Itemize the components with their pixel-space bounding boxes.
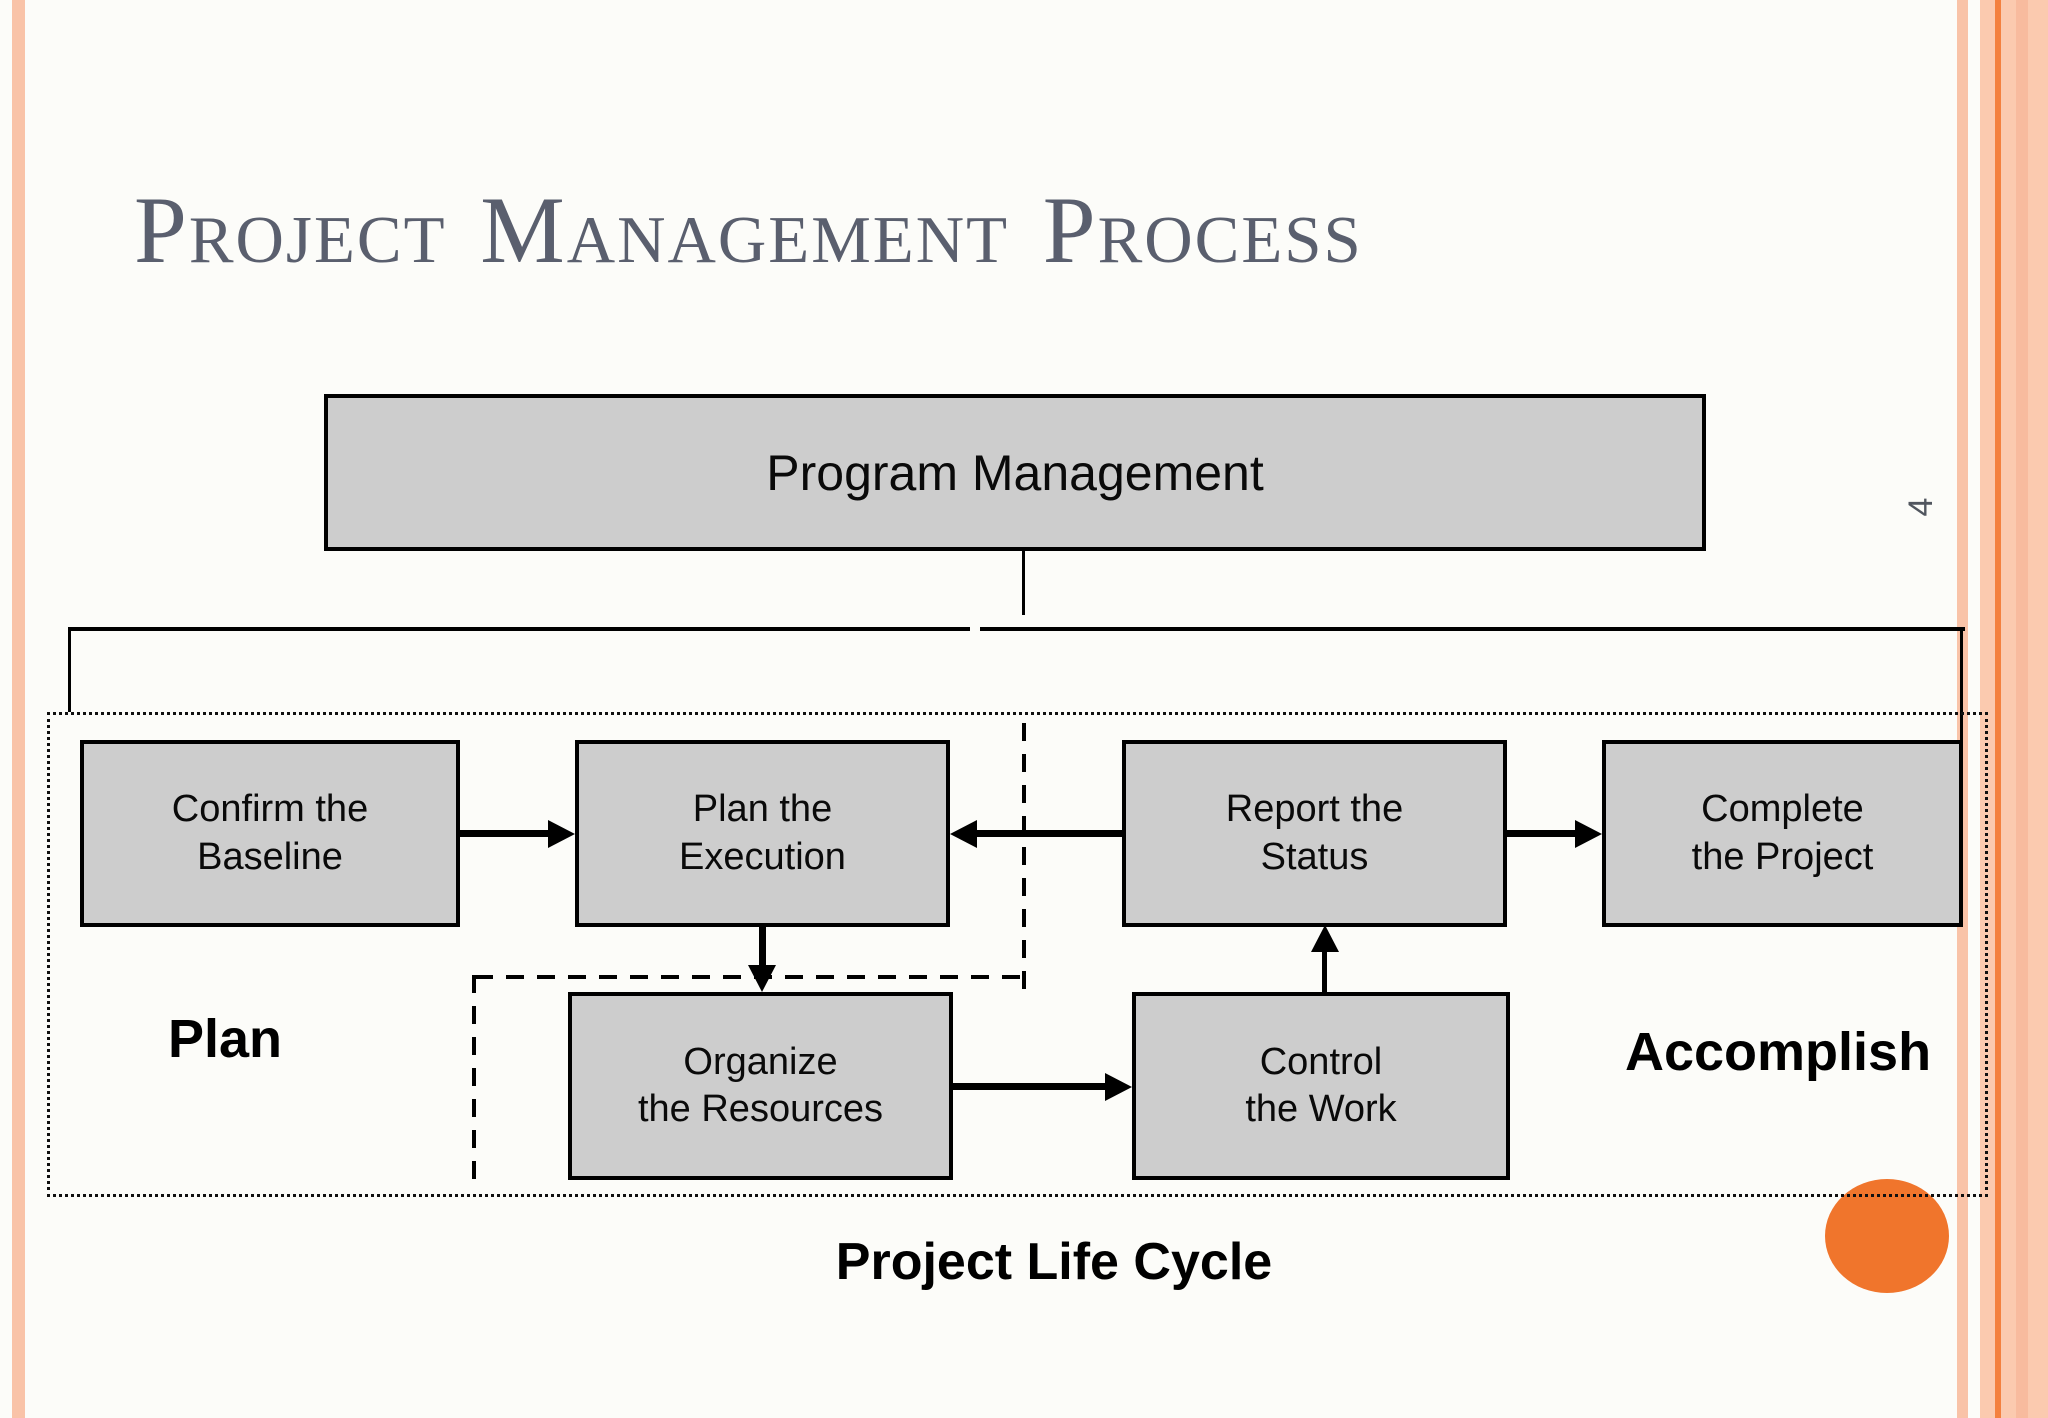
process-box-label: Plan the Execution (679, 788, 846, 878)
arrow-plan-to-organize (759, 927, 766, 967)
process-box-label: Organize the Resources (637, 1040, 883, 1130)
right-accent-stripe-inner (2016, 0, 2028, 1418)
bracket-vertical-left (68, 627, 71, 712)
process-box-plan-the-execution: Plan the Execution (575, 740, 950, 927)
page-title: Project Management Process (134, 177, 1363, 283)
arrow-report-to-complete (1507, 830, 1577, 837)
page-number: 4 (1901, 497, 1940, 517)
process-box-report-the-status: Report the Status (1122, 740, 1507, 927)
right-accent-stripe-line (1995, 0, 2001, 1418)
arrow-organize-to-control (953, 1083, 1107, 1090)
dashed-line-center-vertical (1022, 723, 1026, 991)
program-management-box: Program Management (324, 394, 1706, 551)
process-box-label: Report the Status (1225, 788, 1404, 878)
process-box-control-the-work: Control the Work (1132, 992, 1510, 1180)
bracket-horizontal-right (980, 627, 1965, 631)
bracket-vertical-right (1960, 627, 1963, 740)
process-box-label: Confirm the Baseline (171, 788, 369, 878)
arrowhead-report-to-complete (1575, 820, 1602, 848)
arrow-control-to-report (1322, 952, 1327, 992)
right-accent-stripe-band (1980, 0, 2048, 1418)
arrowhead-confirm-to-plan (548, 820, 575, 848)
left-accent-stripe (12, 0, 25, 1418)
process-box-complete-the-project: Complete the Project (1602, 740, 1963, 927)
arrowhead-control-to-report (1311, 925, 1339, 952)
process-box-organize-the-resources: Organize the Resources (568, 992, 953, 1180)
arrow-report-to-plan (975, 830, 1122, 837)
process-box-label: Complete the Project (1691, 788, 1874, 878)
project-life-cycle-caption: Project Life Cycle (835, 1233, 1273, 1291)
accomplish-phase-label: Accomplish (1625, 1022, 1932, 1082)
program-management-label: Program Management (766, 444, 1264, 501)
arrowhead-report-to-plan (950, 820, 977, 848)
arrowhead-plan-to-organize (748, 965, 776, 992)
process-box-confirm-the-baseline: Confirm the Baseline (80, 740, 460, 927)
plan-phase-label: Plan (168, 1009, 283, 1069)
arrow-confirm-to-plan (460, 830, 550, 837)
arrowhead-organize-to-control (1105, 1073, 1132, 1101)
bracket-horizontal-left (68, 627, 970, 631)
program-connector-line (1022, 551, 1025, 615)
decorative-circle (1825, 1179, 1949, 1293)
process-box-label: Control the Work (1245, 1040, 1397, 1130)
dashed-line-left-vertical (472, 975, 476, 1191)
